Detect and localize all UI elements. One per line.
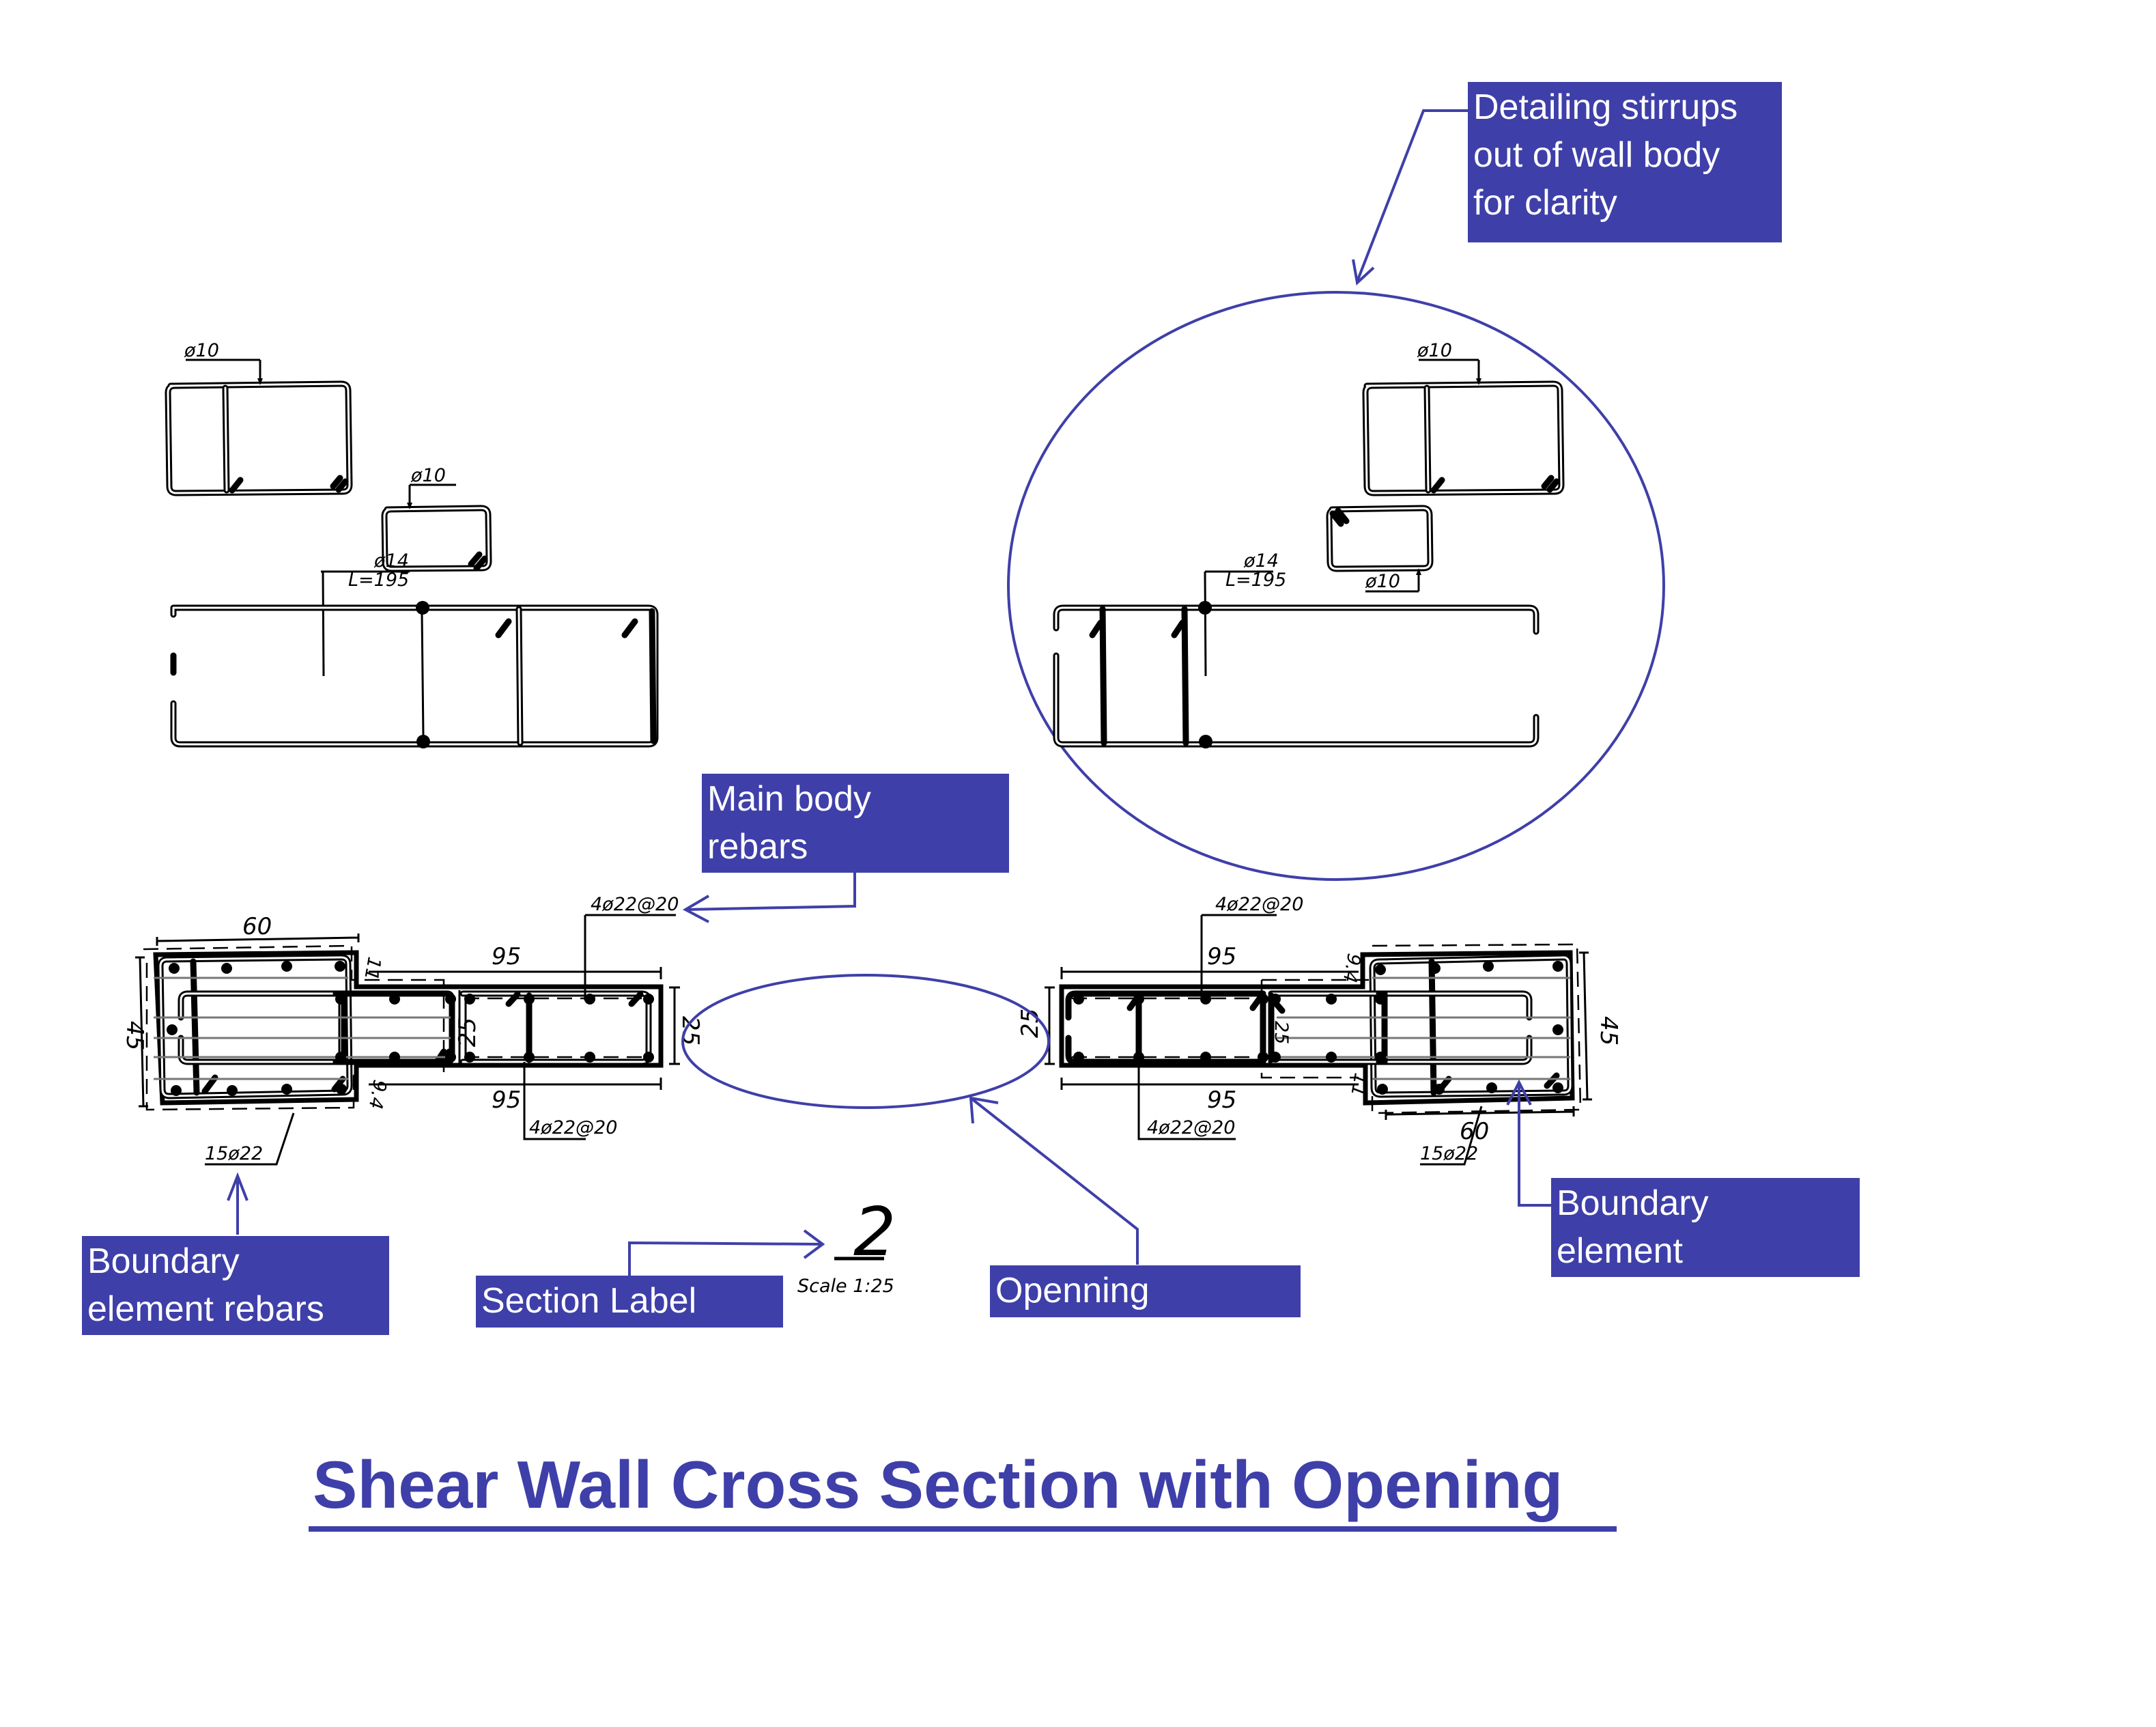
note-detailing-stirrups: Detailing stirrups out of wall body for … <box>1468 82 1782 242</box>
dim-offset-top: 9.4 <box>1339 952 1365 985</box>
note-main-body-rebars: Main body rebars <box>702 774 1009 873</box>
boundary-rebars-label: 15ø22 <box>1420 1143 1478 1164</box>
dim-boundary-width: 60 <box>242 913 272 940</box>
web-rebars-bottom-label: 4ø22@20 <box>529 1117 617 1138</box>
tie-length-label: L=195 <box>1225 570 1286 591</box>
note-opening: Openning <box>990 1265 1301 1317</box>
dim-web-length-top: 95 <box>492 943 521 970</box>
small-stirrup-left: ø10 <box>381 465 492 572</box>
section-mark: 2 Scale 1:25 <box>797 1194 896 1297</box>
small-stirrup-right: ø10 <box>1326 505 1434 593</box>
rebar-dots-right <box>1073 961 1563 1095</box>
title-underline <box>309 1526 1617 1532</box>
dim-web-length-bottom: 95 <box>1207 1086 1236 1114</box>
web-rebars-top-label: 4ø22@20 <box>591 894 679 915</box>
web-rebars-top-label: 4ø22@20 <box>1215 894 1303 915</box>
opening-ellipse <box>681 974 1050 1109</box>
detail-circle <box>1007 291 1665 881</box>
long-stirrup-left <box>170 601 659 748</box>
large-stirrup-right: ø10 <box>1362 340 1565 496</box>
tie-bar-label: ø14 <box>1243 550 1279 572</box>
page-title: Shear Wall Cross Section with Opening <box>313 1447 1563 1522</box>
dim-web-length-bottom: 95 <box>492 1086 521 1114</box>
note-boundary-element-rebars: Boundary element rebars <box>82 1236 389 1335</box>
stirrup-label: ø10 <box>1417 340 1452 361</box>
long-stirrup-right <box>1053 601 1540 748</box>
boundary-rebars-label: 15ø22 <box>205 1143 263 1164</box>
dim-boundary-height: 45 <box>121 1021 148 1050</box>
web-rebars-bottom-label: 4ø22@20 <box>1147 1117 1235 1138</box>
left-wall-section: 60 45 95 95 25 25 11 9.4 4ø22@20 4ø22@20… <box>121 894 704 1166</box>
stirrup-label: ø10 <box>184 340 219 361</box>
stirrup-label: ø10 <box>1365 571 1400 592</box>
dim-offset-bottom: 11 <box>1346 1071 1371 1098</box>
dim-web-thickness: 25 <box>1271 1021 1292 1044</box>
stirrup-label: ø10 <box>410 465 446 486</box>
left-stirrup-details: ø10 ø10 ø14 L=195 <box>165 340 659 748</box>
large-stirrup-left: ø10 <box>165 340 353 496</box>
note-boundary-element: Boundary element <box>1551 1178 1860 1277</box>
dim-offset-top: 11 <box>360 955 384 982</box>
note-section-label: Section Label <box>476 1276 783 1328</box>
right-wall-section: 95 95 25 25 60 45 9.4 11 4ø22@20 4ø22@20… <box>1017 894 1622 1166</box>
dim-boundary-height: 45 <box>1595 1016 1622 1045</box>
tie-length-label: L=195 <box>348 570 409 591</box>
right-stirrup-details: ø10 ø10 ø14 L=195 <box>1007 291 1665 881</box>
annotation-leaders <box>227 109 1551 1276</box>
tie-bar-label: ø14 <box>373 550 409 572</box>
section-scale: Scale 1:25 <box>797 1276 894 1297</box>
dim-web-length-top: 95 <box>1207 943 1236 970</box>
dim-web-thickness: 25 <box>454 1017 481 1047</box>
rebar-dots-left <box>167 961 654 1096</box>
dim-offset-bottom: 9.4 <box>365 1078 391 1111</box>
